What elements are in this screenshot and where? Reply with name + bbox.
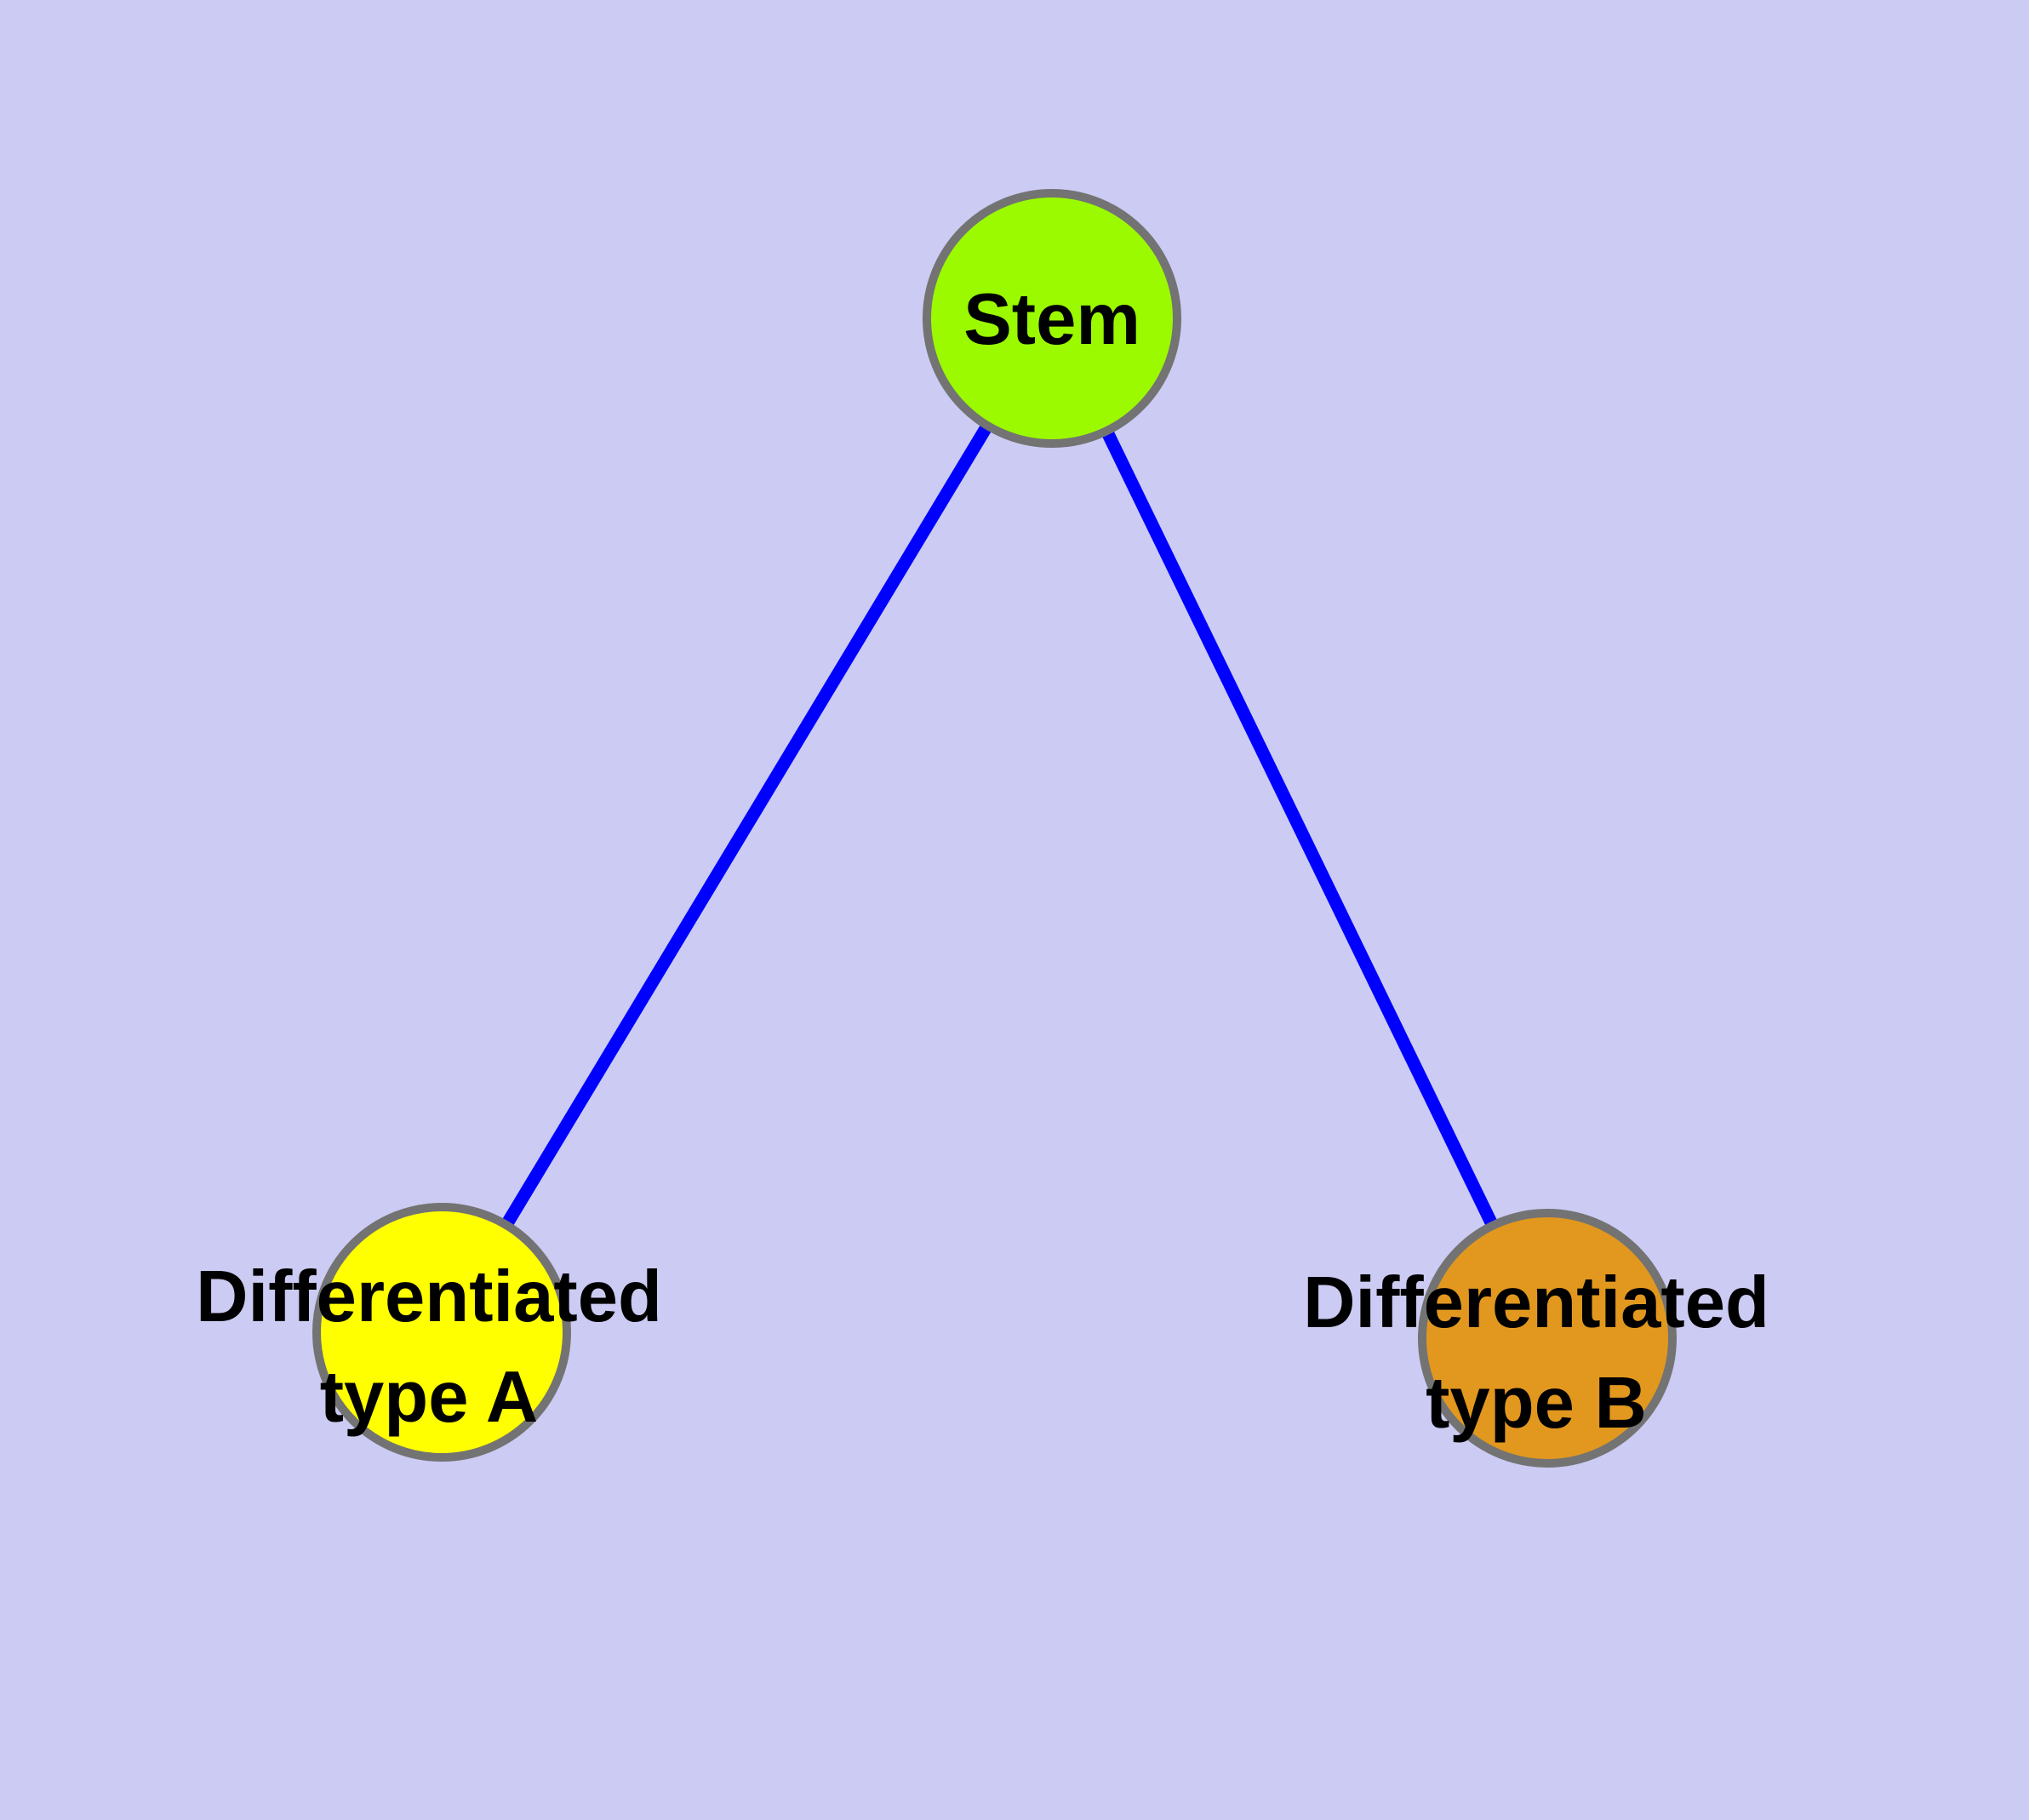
edge-stem-to-differentiated-type-a: [436, 315, 1058, 1336]
node-differentiated-type-b-label-line: type B: [1426, 1363, 1647, 1444]
edge-stem-to-differentiated-type-b: [1046, 315, 1553, 1342]
node-stem-label: Stem: [963, 279, 1140, 360]
nodes-layer: [312, 189, 1677, 1468]
node-differentiated-type-a-label: Differentiated type A: [196, 1256, 662, 1438]
node-differentiated-type-b-label-line: Differentiated: [1303, 1262, 1769, 1343]
node-differentiated-type-b: [1418, 1209, 1677, 1468]
node-stem: [923, 189, 1181, 448]
edges-layer: [436, 315, 1553, 1342]
node-differentiated-type-b-label: Differentiated type B: [1303, 1262, 1769, 1444]
node-differentiated-type-a: [312, 1203, 571, 1462]
node-stem-label-line: Stem: [963, 279, 1140, 360]
node-differentiated-type-a-label-line: Differentiated: [196, 1256, 662, 1337]
node-differentiated-type-a-label-line: type A: [320, 1357, 539, 1438]
